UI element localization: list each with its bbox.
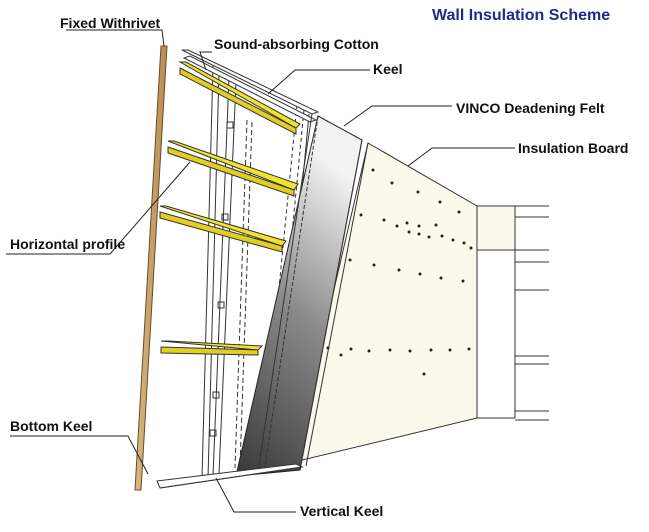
vinco-deadening-felt <box>235 113 369 477</box>
horizontal-profile-4 <box>160 340 264 356</box>
horizontal-profile-2 <box>167 140 299 197</box>
label-bottom-keel: Bottom Keel <box>10 418 93 434</box>
horizontal-profiles <box>159 61 301 356</box>
label-insulation-board: Insulation Board <box>518 140 629 156</box>
fixed-withrivet-rod <box>134 45 168 491</box>
top-keel <box>181 49 320 123</box>
horizontal-profile-1 <box>178 61 301 135</box>
label-vertical-keel: Vertical Keel <box>300 503 384 519</box>
horizontal-profile-3 <box>159 205 287 253</box>
bottom-keel <box>156 463 304 489</box>
label-sound-absorbing-cotton: Sound-absorbing Cotton <box>214 36 379 52</box>
board-fastener-dots <box>326 168 473 376</box>
leader-lines <box>6 29 515 513</box>
label-horizontal-profile: Horizontal profile <box>10 236 126 252</box>
label-vinco-deadening-felt: VINCO Deadening Felt <box>456 100 605 116</box>
label-keel: Keel <box>373 61 403 77</box>
diagram-title: Wall Insulation Scheme <box>432 7 611 24</box>
label-fixed-withrivet: Fixed Withrivet <box>60 15 161 31</box>
